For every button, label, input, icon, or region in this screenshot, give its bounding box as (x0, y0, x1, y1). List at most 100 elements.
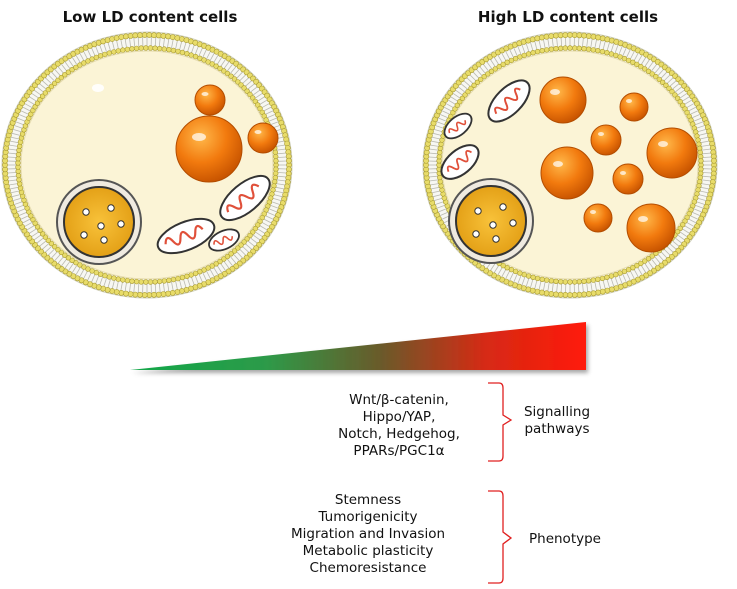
phospholipid-head (111, 275, 117, 281)
phospholipid-tail (454, 89, 463, 96)
phospholipid-tail (489, 58, 496, 67)
high-cell-lipid-droplets (539, 76, 698, 253)
phospholipid-tail (606, 41, 610, 51)
phospholipid-tail (679, 92, 688, 99)
phospholipid-tail (8, 183, 18, 186)
phospholipid-tail (551, 283, 554, 293)
phospholipid-tail (594, 281, 597, 291)
low-cell-membrane-inner-heads (15, 45, 279, 285)
phospholipid-head (608, 273, 615, 279)
phospholipid-tail (610, 43, 615, 52)
lipid-droplet (540, 146, 594, 200)
phospholipid-tail (594, 39, 597, 49)
phospholipid-head (152, 45, 158, 51)
phenotype-line: Tumorigenicity (317, 509, 417, 525)
phospholipid-tail (64, 61, 71, 69)
phospholipid-tail (154, 37, 157, 47)
phospholipid-tail (83, 270, 88, 280)
phospholipid-tail (8, 179, 18, 182)
phospholipid-head (711, 157, 717, 164)
phospholipid-tail (9, 186, 19, 190)
signalling-label: Signalling (524, 404, 590, 420)
mitochondrion (440, 144, 480, 180)
phospholipid-tail (261, 102, 270, 109)
phospholipid-head (228, 251, 234, 257)
phospholipid-tail (220, 263, 227, 272)
phospholipid-head (244, 88, 250, 94)
phospholipid-head (576, 45, 582, 51)
phospholipid-tail (216, 265, 223, 274)
phospholipid-tail (250, 86, 258, 93)
phospholipid-tail (534, 280, 538, 290)
phospholipid-tail (445, 102, 454, 109)
phospholipid-tail (267, 211, 276, 217)
phospholipid-head (669, 88, 675, 95)
phospholipid-head (51, 80, 58, 87)
phospholipid-tail (10, 190, 20, 194)
low-cell-lipid-droplets (175, 84, 279, 183)
phospholipid-tail (700, 186, 710, 190)
phospholipid-tail (265, 215, 274, 220)
phospholipid-tail (175, 281, 178, 290)
high-ld-title: High LD content cells (478, 8, 658, 26)
phenotype-line: Chemoresistance (310, 560, 427, 576)
phospholipid-tail (247, 240, 256, 247)
phospholipid-head (613, 271, 619, 278)
phospholipid-head (157, 45, 163, 52)
mitochondrion (156, 217, 216, 255)
phospholipid-tail (674, 86, 683, 93)
phospholipid-tail (654, 256, 661, 264)
phospholipid-tail (198, 274, 203, 283)
phospholipid-head (543, 33, 550, 40)
phospholipid-tail (209, 52, 215, 61)
phospholipid-head (73, 64, 79, 71)
lipid-droplet (646, 127, 698, 179)
phospholipid-head (160, 33, 167, 39)
phospholipid-head (590, 277, 596, 283)
phospholipid-head (638, 260, 644, 267)
phospholipid-head (525, 51, 532, 57)
phospholipid-head (138, 45, 144, 51)
phospholipid-tail (693, 208, 703, 213)
phospholipid-tail (167, 282, 170, 292)
phospholipid-tail (479, 66, 486, 74)
low-cell-nucleus (56, 179, 142, 265)
phospholipid-tail (265, 110, 274, 115)
phospholipid-tail (252, 234, 261, 241)
phospholipid-tail (47, 74, 55, 82)
phospholipid-tail (7, 172, 17, 174)
phospholipid-tail (276, 144, 286, 147)
phospholipid-tail (525, 43, 530, 52)
phospholipid-head (179, 49, 186, 56)
phospholipid-head (213, 63, 219, 69)
phospholipid-head (553, 45, 559, 52)
phospholipid-tail (191, 44, 195, 54)
phospholipid-tail (684, 99, 693, 105)
phospholipid-head (576, 279, 582, 285)
phospholipid-tail (701, 144, 711, 147)
phospholipid-head (679, 222, 686, 228)
phospholipid-head (115, 276, 122, 282)
phospholipid-tail (688, 218, 697, 224)
phospholipid-tail (538, 281, 542, 290)
phospholipid-tail (698, 194, 708, 198)
phospholipid-tail (538, 40, 542, 49)
phospholipid-tail (226, 63, 234, 72)
phospholipid-head (698, 158, 704, 164)
phospholipid-tail (501, 52, 507, 61)
phospholipid-tail (242, 77, 250, 84)
phospholipid-tail (103, 43, 107, 52)
phospholipid-head (534, 275, 541, 282)
phospholipid-head (285, 157, 292, 164)
phospholipid-head (571, 45, 578, 51)
phospholipid-tail (250, 237, 258, 244)
phospholipid-head (106, 50, 113, 56)
phospholipid-tail (666, 246, 674, 253)
phospholipid-head (118, 289, 125, 296)
phospholipid-tail (626, 272, 631, 281)
phospholipid-tail (530, 279, 534, 289)
phospholipid-tail (525, 278, 530, 287)
phospholipid-head (634, 61, 640, 68)
phospholipid-tail (213, 54, 219, 63)
phospholipid-head (604, 274, 610, 280)
